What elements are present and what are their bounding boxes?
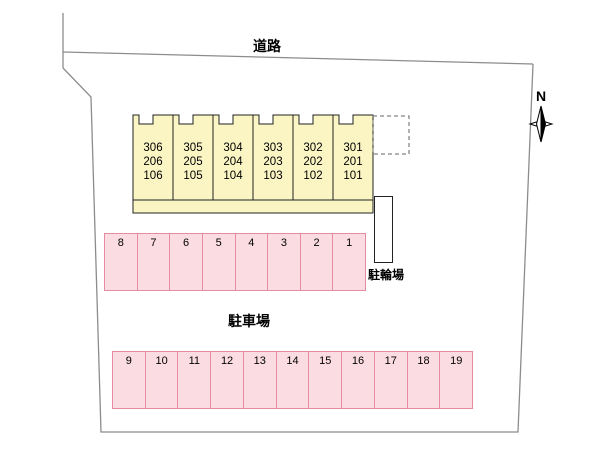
dashed-annex-outline xyxy=(372,115,410,155)
unit-number: 202 xyxy=(303,156,323,168)
parking-space: 17 xyxy=(375,352,408,408)
parking-space: 18 xyxy=(408,352,441,408)
building-unit-stack-301: 301 201 101 xyxy=(333,115,373,200)
unit-number: 301 xyxy=(343,142,363,154)
parking-space: 8 xyxy=(105,234,138,290)
parking-space: 9 xyxy=(113,352,146,408)
unit-number: 106 xyxy=(143,170,163,182)
building-unit-stack-306: 306 206 106 xyxy=(133,115,173,200)
parking-space-number: 8 xyxy=(117,237,124,249)
unit-number: 103 xyxy=(263,170,283,182)
parking-space-number: 18 xyxy=(417,355,430,367)
parking-space-number: 5 xyxy=(215,237,222,249)
road-label: 道路 xyxy=(253,38,281,54)
parking-space-number: 1 xyxy=(346,237,353,249)
parking-space: 13 xyxy=(244,352,277,408)
parking-space-number: 3 xyxy=(280,237,287,249)
parking-space-number: 7 xyxy=(150,237,157,249)
unit-number: 205 xyxy=(183,156,203,168)
unit-number: 204 xyxy=(223,156,243,168)
parking-space-number: 14 xyxy=(286,355,299,367)
building-units: 306 206 106 305 205 105 304 204 104 303 … xyxy=(133,115,373,200)
unit-number: 303 xyxy=(263,142,283,154)
parking-space: 3 xyxy=(268,234,301,290)
parking-space-number: 19 xyxy=(450,355,463,367)
parking-row-bottom: 9 10 11 12 13 14 15 16 17 18 19 xyxy=(112,351,473,409)
unit-number: 206 xyxy=(143,156,163,168)
north-label: N xyxy=(535,88,547,104)
parking-row-top: 8 7 6 5 4 3 2 1 xyxy=(104,233,366,291)
bicycle-parking-area xyxy=(374,196,393,263)
parking-space: 7 xyxy=(138,234,171,290)
unit-number: 302 xyxy=(303,142,323,154)
unit-number: 306 xyxy=(143,142,163,154)
north-needle-left-icon xyxy=(535,105,542,143)
parking-space-number: 4 xyxy=(248,237,255,249)
parking-space-number: 2 xyxy=(313,237,320,249)
parking-space: 4 xyxy=(236,234,269,290)
unit-number: 304 xyxy=(223,142,243,154)
parking-space: 10 xyxy=(146,352,179,408)
unit-number: 305 xyxy=(183,142,203,154)
parking-space-number: 9 xyxy=(125,355,132,367)
parking-space: 5 xyxy=(203,234,236,290)
parking-lot-label: 駐車場 xyxy=(228,313,270,329)
building-unit-stack-302: 302 202 102 xyxy=(293,115,333,200)
unit-number: 104 xyxy=(223,170,243,182)
unit-number: 203 xyxy=(263,156,283,168)
parking-space-number: 11 xyxy=(188,355,201,367)
parking-space: 19 xyxy=(440,352,472,408)
parking-space-number: 16 xyxy=(351,355,365,367)
parking-space-number: 6 xyxy=(183,237,190,249)
parking-space: 15 xyxy=(309,352,343,408)
parking-space: 11 xyxy=(178,352,212,408)
parking-space-number: 13 xyxy=(253,355,266,367)
site-boundary-line xyxy=(62,63,534,433)
parking-space: 12 xyxy=(211,352,244,408)
unit-number: 201 xyxy=(343,156,363,168)
building-unit-stack-303: 303 203 103 xyxy=(253,115,293,200)
parking-space: 6 xyxy=(170,234,203,290)
parking-space-number: 15 xyxy=(319,355,332,367)
parking-space: 1 xyxy=(333,234,365,290)
parking-space-number: 10 xyxy=(155,355,168,367)
unit-number: 105 xyxy=(183,170,203,182)
parking-space: 2 xyxy=(301,234,334,290)
unit-number: 102 xyxy=(303,170,323,182)
road-edge-line xyxy=(62,51,534,65)
parking-space: 16 xyxy=(342,352,375,408)
parking-space: 14 xyxy=(277,352,310,408)
bicycle-parking-label: 駐輪場 xyxy=(367,268,404,282)
building-unit-stack-304: 304 204 104 xyxy=(213,115,253,200)
parking-space-number: 17 xyxy=(384,355,397,367)
parking-space-number: 12 xyxy=(220,355,234,367)
unit-number: 101 xyxy=(343,170,363,182)
north-needle-right-icon xyxy=(540,105,547,143)
building-unit-stack-305: 305 205 105 xyxy=(173,115,213,200)
